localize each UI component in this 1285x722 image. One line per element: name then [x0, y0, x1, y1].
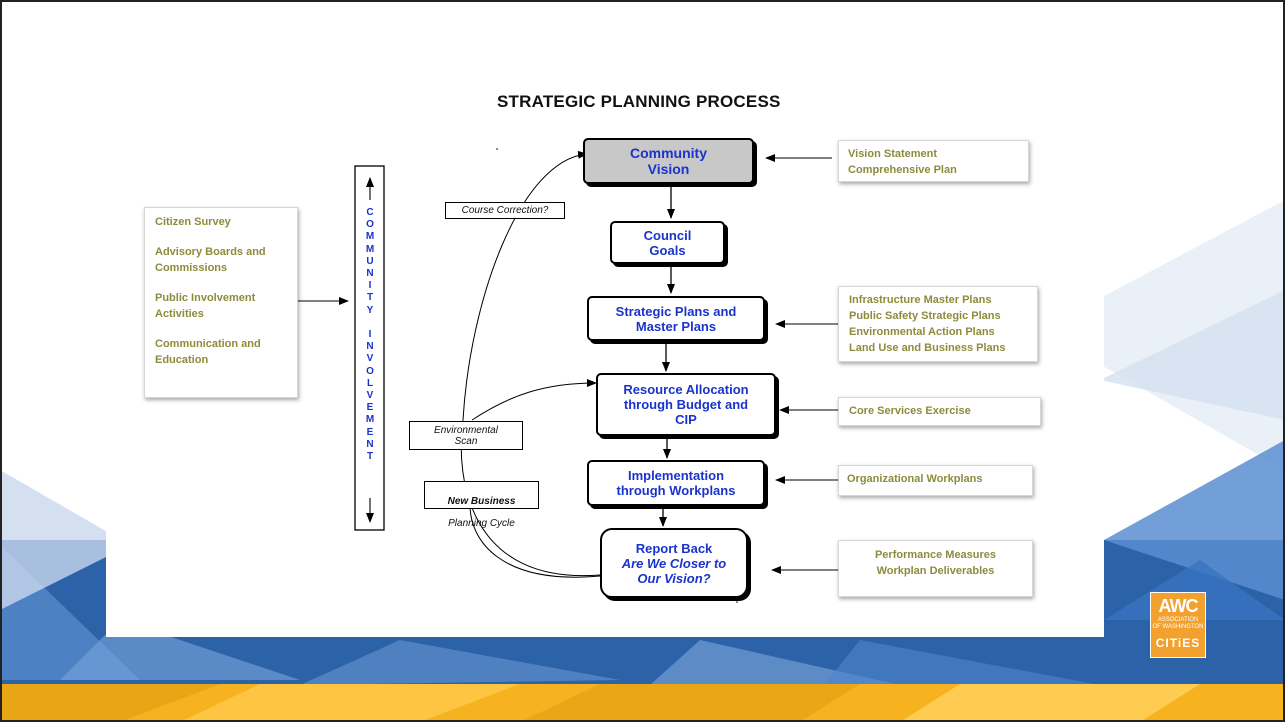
note-workplans: Organizational Workplans — [838, 465, 1033, 496]
report-back-title: Report Back — [635, 540, 713, 556]
vertical-letter: N — [366, 438, 374, 450]
note-item: Activities — [155, 308, 204, 320]
label-new-business-rest: Planning Cycle — [448, 518, 515, 529]
note-item: Land Use and Business Plans — [849, 342, 1006, 354]
note-item: Environmental Action Plans — [849, 326, 995, 338]
community-involvement-frame — [354, 165, 385, 531]
note-core-services: Core Services Exercise — [838, 397, 1041, 426]
vertical-letter: M — [365, 243, 375, 255]
label-new-business-bold: New Business — [447, 496, 516, 507]
label-course-correction: Course Correction? — [445, 202, 565, 219]
note-item: Core Services Exercise — [849, 405, 971, 417]
vertical-letter: I — [368, 280, 372, 292]
diagram-title: STRATEGIC PLANNING PROCESS — [497, 92, 781, 111]
note-item: Workplan Deliverables — [876, 565, 995, 577]
vertical-letter: N — [366, 268, 374, 280]
label-environmental-scan: Environmental Scan — [409, 421, 523, 450]
vertical-letter: M — [365, 414, 375, 426]
note-item: Public Safety Strategic Plans — [849, 310, 1001, 322]
box-community-vision: Community Vision — [583, 138, 754, 184]
logo-awc: AWC — [1158, 596, 1199, 616]
vertical-letter: Y — [366, 304, 374, 316]
vertical-letter: C — [366, 207, 374, 218]
note-strategic: Infrastructure Master Plans Public Safet… — [838, 286, 1038, 362]
box-resource-allocation: Resource Allocation through Budget and C… — [596, 373, 776, 436]
loop-new-business — [469, 504, 601, 578]
vertical-letter: T — [366, 451, 374, 463]
note-vision: Vision Statement Comprehensive Plan — [838, 140, 1029, 182]
box-implementation: Implementation through Workplans — [587, 460, 765, 506]
logo-association: ASSOCIATION OF WASHINGTON — [1152, 617, 1204, 630]
note-item: Organizational Workplans — [847, 473, 983, 485]
note-public-involvement: Citizen Survey Advisory Boards and Commi… — [144, 207, 298, 398]
vertical-letter: M — [365, 231, 375, 243]
loop-course-correction — [460, 150, 601, 577]
note-item: Education — [155, 354, 209, 366]
vertical-letter: E — [366, 402, 374, 414]
note-item: Infrastructure Master Plans — [849, 294, 992, 306]
report-back-question: Are We Closer to Our Vision? — [621, 555, 727, 586]
vertical-letter: E — [366, 426, 374, 438]
note-item: Communication and — [155, 338, 261, 350]
loop-environmental-scan — [471, 379, 597, 421]
note-item: Vision Statement — [848, 148, 938, 160]
note-item: Performance Measures — [874, 549, 997, 561]
vertical-letter: O — [366, 365, 374, 377]
awc-logo: AWC ASSOCIATION OF WASHINGTON CITiES — [1150, 592, 1206, 658]
note-item: Citizen Survey — [155, 216, 231, 228]
vertical-letter: I — [368, 329, 372, 341]
label-new-business: New Business Planning Cycle — [424, 481, 539, 529]
vertical-letter — [357, 317, 383, 329]
box-strategic-plans: Strategic Plans and Master Plans — [587, 296, 765, 341]
vertical-letter: L — [366, 377, 374, 389]
note-item: Commissions — [155, 262, 228, 274]
note-item: Public Involvement — [155, 292, 256, 304]
note-item: Comprehensive Plan — [848, 164, 957, 176]
box-report-back: Report Back Are We Closer to Our Vision? — [600, 528, 748, 598]
logo-cities: CITiES — [1155, 636, 1201, 650]
note-performance: Performance Measures Workplan Deliverabl… — [838, 540, 1033, 597]
vertical-letter: N — [366, 341, 374, 353]
vertical-letter: T — [366, 292, 374, 304]
box-council-goals: Council Goals — [610, 221, 725, 264]
vertical-letter: O — [366, 219, 374, 231]
vertical-letter: V — [366, 353, 374, 365]
vertical-letter: U — [366, 255, 374, 267]
vertical-letter: V — [366, 390, 374, 402]
note-item: Advisory Boards and — [155, 246, 266, 258]
